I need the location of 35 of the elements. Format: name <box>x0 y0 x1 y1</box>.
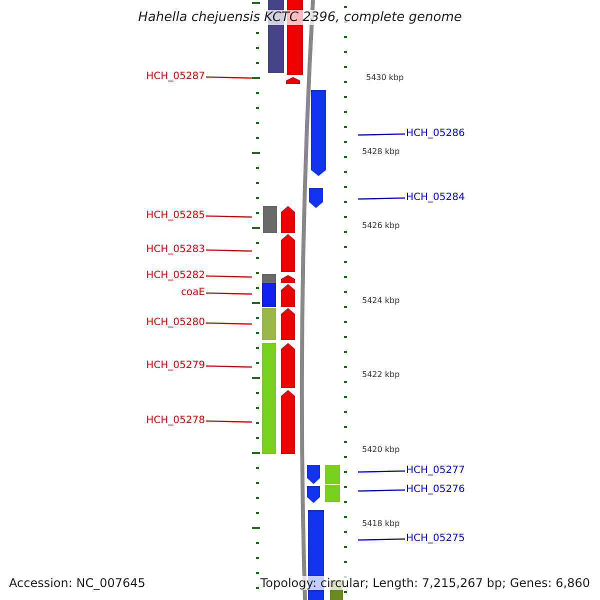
leader-line <box>358 489 406 492</box>
leader-line <box>206 365 252 368</box>
scale-label: 5422 kbp <box>362 370 400 380</box>
gene-label: HCH_05276 <box>406 484 465 496</box>
gene-label: HCH_05284 <box>406 192 465 204</box>
scale-label: 5424 kbp <box>362 296 400 306</box>
accession-text: Accession: NC_007645 <box>9 576 146 590</box>
gene-label: HCH_05279 <box>146 360 205 372</box>
gene-label: HCH_05282 <box>146 270 205 282</box>
leader-line <box>206 249 252 252</box>
leader-line <box>206 420 252 423</box>
gene-label: coaE <box>180 287 205 299</box>
leader-line <box>206 322 252 325</box>
leader-line <box>206 292 252 295</box>
scale-label: 5418 kbp <box>362 519 400 529</box>
leader-line <box>206 76 252 79</box>
scale-label: 5426 kbp <box>362 221 400 231</box>
leader-line <box>206 275 252 278</box>
leader-line <box>358 197 406 200</box>
scale-label: 5428 kbp <box>362 147 400 157</box>
leader-line <box>358 470 406 473</box>
gene-label: HCH_05278 <box>146 415 205 427</box>
gene-label: HCH_05286 <box>406 128 465 140</box>
gene-label: HCH_05283 <box>146 244 205 256</box>
gene-label: HCH_05275 <box>406 533 465 545</box>
leader-line <box>358 538 406 541</box>
scale-label: 5430 kbp <box>366 73 404 83</box>
scale-label: 5420 kbp <box>362 445 400 455</box>
gene-label: HCH_05287 <box>146 71 205 83</box>
gene-label: HCH_05277 <box>406 465 465 477</box>
leader-line <box>206 215 252 218</box>
gene-label: HCH_05285 <box>146 210 205 222</box>
genome-summary-text: Topology: circular; Length: 7,215,267 bp; Genes: 6,860 <box>260 576 590 590</box>
gene-label: HCH_05280 <box>146 317 205 329</box>
leader-line <box>358 133 406 136</box>
